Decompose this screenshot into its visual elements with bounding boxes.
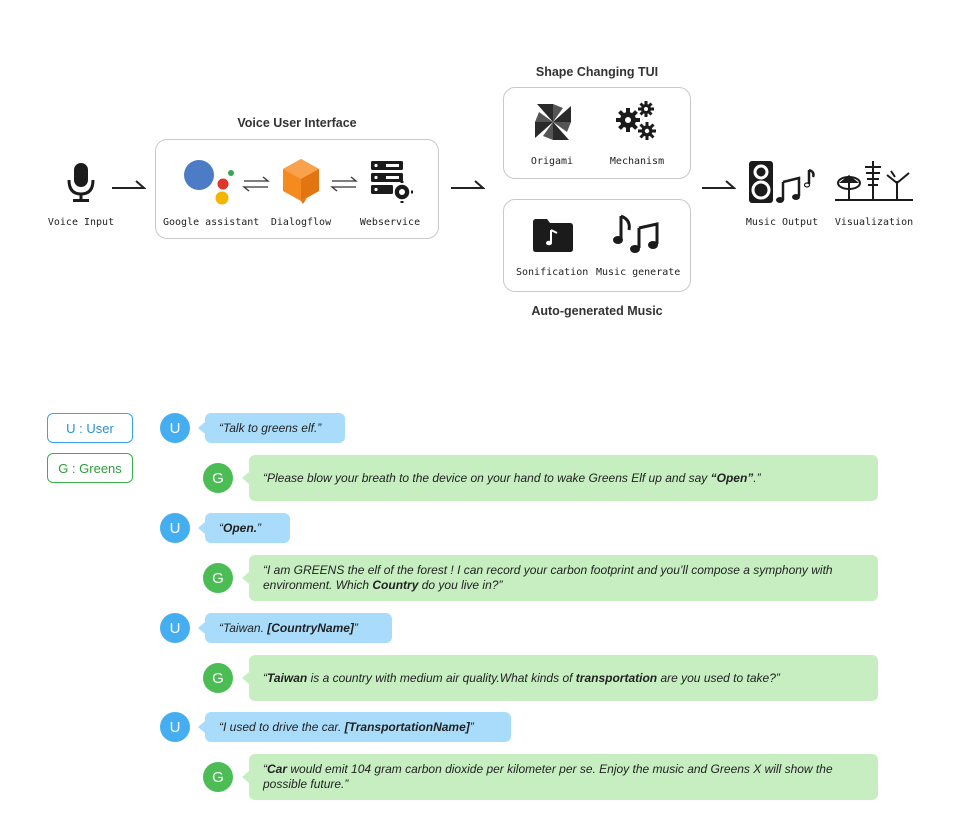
user-message: “I used to drive the car. [Transportatio… [198,712,511,742]
google-assistant-icon [184,160,234,205]
user-message: “Open.” [198,513,290,543]
greens-avatar: G [203,563,233,593]
user-message: “Talk to greens elf.” [198,413,345,443]
dialogflow-icon [283,159,319,204]
webservice-label: Webservice [359,217,421,228]
message-text: “Open.” [219,520,262,535]
user-avatar: U [160,413,190,443]
message-text: “Please blow your breath to the device o… [263,470,761,485]
greens-message: “Please blow your breath to the device o… [242,455,878,501]
mechanism-label: Mechanism [609,156,665,167]
message-text: “Taiwan is a country with medium air qua… [263,670,780,685]
webservice-server-icon [371,161,413,203]
greens-message: “Car would emit 104 gram carbon dioxide … [242,754,878,800]
greens-avatar: G [203,663,233,693]
music-generate-label: Music generate [596,267,681,278]
tui-title: Shape Changing TUI [535,65,659,79]
exchange-arrows-icon [330,176,358,192]
vui-title: Voice User Interface [237,116,357,130]
arrow-icon [451,180,485,189]
message-text: “Talk to greens elf.” [219,420,322,435]
arrow-icon [702,180,736,189]
music-notes-icon [613,214,659,253]
exchange-arrows-icon [242,176,270,192]
arrow-icon [112,180,146,189]
message-text: “Car would emit 104 gram carbon dioxide … [263,762,833,791]
music-output-label: Music Output [745,217,819,228]
message-text: “I am GREENS the elf of the forest ! I c… [263,563,833,592]
mechanism-gears-icon [616,101,656,140]
dialogflow-label: Dialogflow [270,217,332,228]
user-avatar: U [160,712,190,742]
greens-avatar: G [203,762,233,792]
music-title: Auto-generated Music [531,304,663,318]
visualization-landscape-icon [835,161,913,201]
origami-label: Origami [530,156,574,167]
user-avatar: U [160,513,190,543]
greens-avatar: G [203,463,233,493]
legend-greens: G : Greens [47,453,133,483]
sonification-label: Sonification [516,267,589,278]
greens-message: “Taiwan is a country with medium air qua… [242,655,878,701]
origami-pinwheel-icon [535,104,571,140]
tui-box [503,87,691,179]
music-folder-icon [533,219,573,252]
speaker-music-icon [749,161,815,203]
message-text: “I used to drive the car. [Transportatio… [219,719,474,734]
google-assistant-label: Google assistant [163,217,260,228]
visualization-label: Visualization [834,217,914,228]
greens-message: “I am GREENS the elf of the forest ! I c… [242,555,878,601]
message-text: “Taiwan. [CountryName]” [219,620,358,635]
legend-user: U : User [47,413,133,443]
user-message: “Taiwan. [CountryName]” [198,613,392,643]
microphone-icon [67,163,95,202]
music-box [503,199,691,292]
user-avatar: U [160,613,190,643]
voice-input-label: Voice Input [47,217,115,228]
